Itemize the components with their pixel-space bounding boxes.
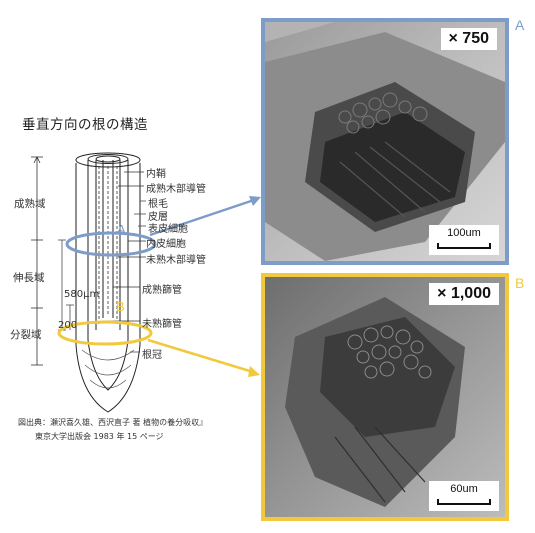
zone-label-division: 分裂域 bbox=[10, 329, 42, 341]
measurement-200: 200 bbox=[58, 320, 78, 331]
section-a-ellipse bbox=[65, 231, 157, 257]
label-immature-xylem: 未熟木部導管 bbox=[146, 255, 206, 266]
label-mature-phloem: 成熟篩管 bbox=[142, 285, 182, 296]
connector-a bbox=[149, 198, 255, 237]
label-mature-xylem: 成熟木部導管 bbox=[146, 184, 206, 195]
label-epidermis: 表皮細胞 bbox=[148, 224, 188, 235]
label-cortex: 皮層 bbox=[148, 212, 168, 223]
section-marker-b: B bbox=[116, 299, 125, 314]
label-endodermis: 内皮細胞 bbox=[146, 239, 186, 250]
sem-image-a bbox=[265, 22, 505, 261]
zone-label-maturation: 成熟域 bbox=[14, 198, 46, 210]
vessel-lines bbox=[98, 166, 118, 325]
sem-panel-b: × 1,000 60um bbox=[261, 273, 509, 521]
zone-axis bbox=[31, 156, 43, 366]
section-marker-a: A bbox=[117, 222, 126, 237]
label-immature-phloem: 未熟篩管 bbox=[142, 319, 182, 330]
label-root-hair: 根毛 bbox=[148, 199, 168, 210]
scale-bar-b: 60um bbox=[429, 481, 499, 511]
credit-line-2: 東京大学出版会 1983 年 15 ページ bbox=[35, 432, 164, 441]
panel-letter-b: B bbox=[515, 275, 525, 291]
diagram-title: 垂直方向の根の構造 bbox=[22, 117, 148, 133]
scale-bar-a: 100um bbox=[429, 225, 499, 255]
arrowhead-b bbox=[248, 366, 260, 377]
section-b-ellipse bbox=[57, 320, 153, 346]
sem-image-b bbox=[265, 277, 505, 517]
magnification-b: × 1,000 bbox=[429, 283, 499, 305]
arrowhead-a bbox=[249, 196, 261, 206]
root-body bbox=[75, 152, 141, 413]
credit-line-1: 図出典：瀬沢喜久雄、西沢直子 著 植物の養分吸収』 bbox=[18, 418, 208, 427]
sem-panel-a: × 750 100um bbox=[261, 18, 509, 265]
measurement-580: 580μm bbox=[64, 289, 100, 300]
connector-b bbox=[147, 338, 254, 374]
root-cap-lines bbox=[81, 349, 135, 389]
measurement-lines bbox=[58, 239, 74, 331]
panel-letter-a: A bbox=[515, 17, 525, 33]
label-root-cap: 根冠 bbox=[142, 350, 162, 361]
magnification-a: × 750 bbox=[440, 28, 497, 50]
leader-lines bbox=[103, 171, 146, 353]
label-pericycle: 内鞘 bbox=[146, 169, 166, 180]
